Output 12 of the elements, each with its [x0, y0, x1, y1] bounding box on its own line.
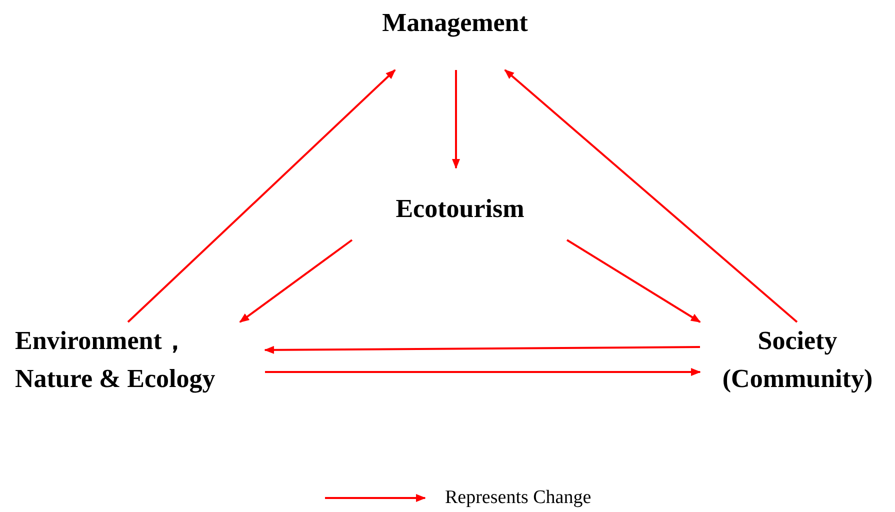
node-label: Environment， Nature & Ecology: [15, 322, 265, 398]
arrow: [264, 346, 700, 354]
legend-text: Represents Change: [445, 486, 592, 510]
arrow: [504, 69, 798, 323]
arrow: [239, 239, 353, 323]
arrow: [566, 239, 701, 323]
node-label: Ecotourism: [350, 168, 570, 240]
node-label: Management: [355, 4, 555, 70]
arrow: [127, 69, 396, 323]
arrow: [452, 70, 460, 169]
node-label: Society (Community): [700, 322, 895, 398]
arrow: [265, 368, 701, 376]
